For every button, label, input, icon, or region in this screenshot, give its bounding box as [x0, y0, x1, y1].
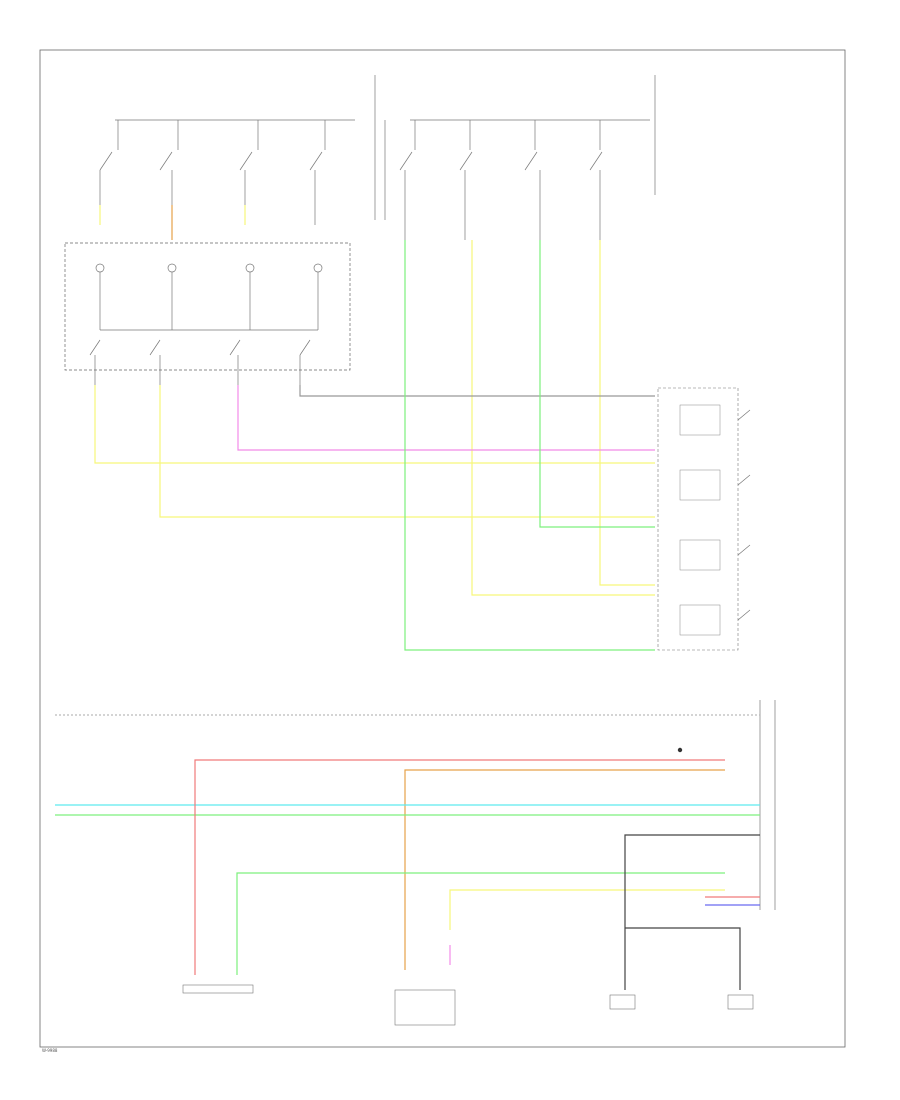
driver-module-internals: [89, 263, 323, 385]
diagram-frame: [39, 49, 846, 1048]
bottom-connectors: [182, 984, 754, 1026]
junction-dot: [677, 747, 683, 753]
yellow-wire-b: [159, 385, 655, 518]
yellow-wires: [94, 205, 725, 930]
connector-column: [759, 700, 776, 910]
seat-heater-modules: [657, 387, 751, 651]
diagram-code: W-9988: [42, 1048, 58, 1053]
green-wire-a: [404, 240, 655, 651]
black-wire-main: [624, 834, 760, 990]
driver-module-box: [64, 242, 351, 371]
green-wires: [55, 240, 760, 975]
green-wire-b: [539, 240, 655, 528]
pink-wire: [237, 385, 655, 451]
green-wire-d: [236, 872, 725, 975]
red-wire: [194, 759, 725, 975]
yellow-wire-c: [471, 240, 655, 596]
yellow-wire-g: [449, 889, 725, 930]
driver-switch-group: [99, 119, 355, 225]
orange-wire-bottom: [404, 769, 725, 970]
yellow-wire-d: [599, 240, 655, 586]
passenger-switch-group: [374, 75, 656, 240]
yellow-wire-a: [94, 385, 655, 464]
gray-wire: [299, 385, 655, 397]
black-wire-branch: [625, 927, 741, 990]
